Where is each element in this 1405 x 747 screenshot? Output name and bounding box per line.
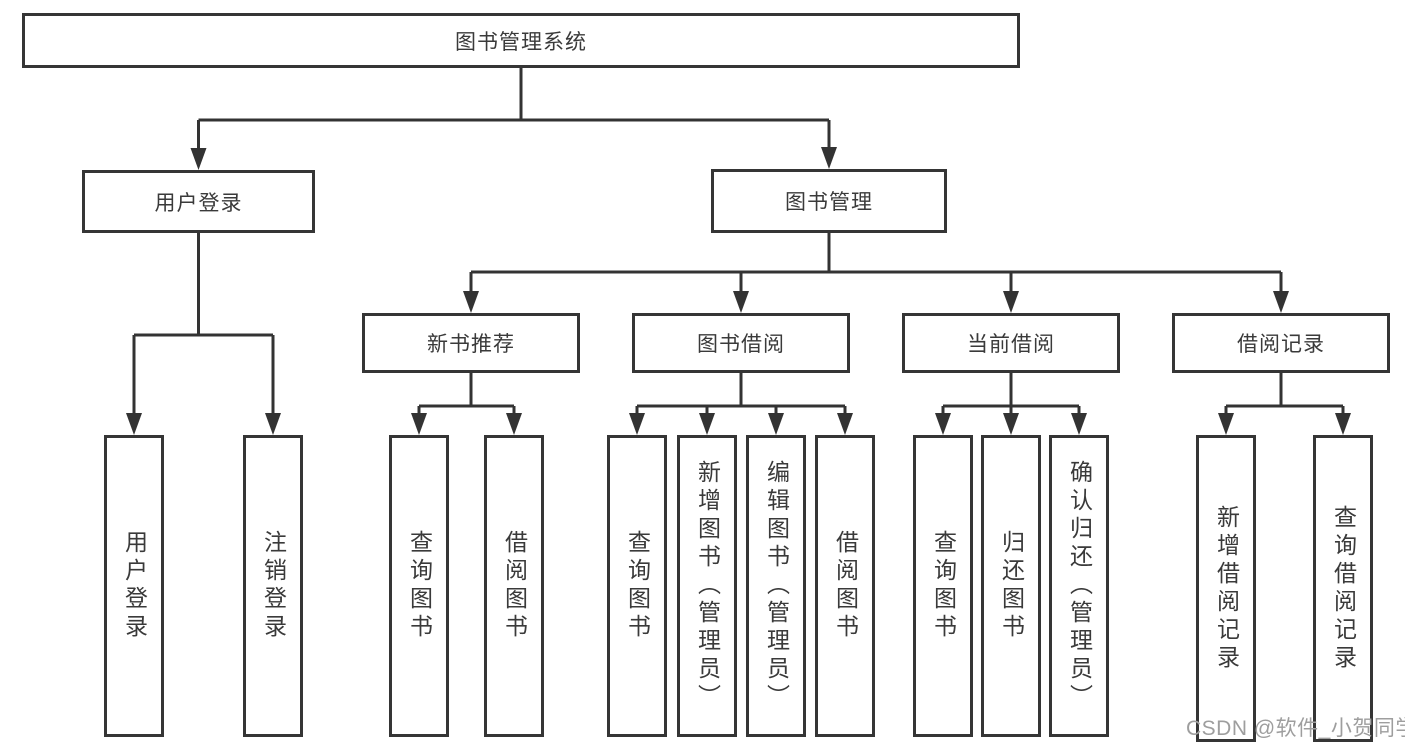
arrow-down-icon: [463, 291, 479, 313]
arrow-down-icon: [1273, 291, 1289, 313]
node-user-login: 用户登录: [82, 170, 315, 233]
leaf-borrow-books: 借阅图书: [815, 435, 875, 737]
arrow-down-icon: [1003, 413, 1019, 435]
arrow-down-icon: [1071, 413, 1087, 435]
arrow-down-icon: [837, 413, 853, 435]
node-borrowing-records: 借阅记录: [1172, 313, 1390, 373]
node-new-book-recommendation: 新书推荐: [362, 313, 580, 373]
node-root: 图书管理系统: [22, 13, 1020, 68]
leaf-query-books: 查询图书: [389, 435, 449, 737]
connector-new-book: [417, 373, 516, 421]
arrow-down-icon: [1003, 291, 1019, 313]
leaf-query-books: 查询图书: [607, 435, 667, 737]
leaf-logout: 注销登录: [243, 435, 303, 737]
leaf-edit-books-admin: 编辑图书（管理员）: [746, 435, 806, 737]
arrow-down-icon: [1218, 413, 1234, 435]
leaf-confirm-return-admin: 确认归还（管理员）: [1049, 435, 1109, 737]
connector-book-mgmt: [469, 233, 1283, 300]
arrow-down-icon: [190, 148, 207, 170]
leaf-borrow-books: 借阅图书: [484, 435, 544, 737]
node-book-borrowing: 图书借阅: [632, 313, 850, 373]
arrow-down-icon: [265, 413, 281, 435]
connector-root: [197, 68, 831, 156]
node-book-management: 图书管理: [711, 169, 947, 233]
arrow-down-icon: [821, 147, 837, 169]
arrow-down-icon: [411, 413, 427, 435]
arrow-down-icon: [733, 291, 749, 313]
csdn-watermark: CSDN @软件_小贺同学: [1186, 717, 1405, 740]
leaf-query-books: 查询图书: [913, 435, 973, 737]
node-current-borrowing: 当前借阅: [902, 313, 1120, 373]
connector-records: [1224, 373, 1345, 421]
leaf-add-borrow-record: 新增借阅记录: [1196, 435, 1256, 742]
arrowheads: [126, 147, 1351, 435]
connector-user-login: [132, 233, 275, 421]
arrow-down-icon: [768, 413, 784, 435]
arrow-down-icon: [126, 413, 142, 435]
leaf-user-login: 用户登录: [104, 435, 164, 737]
connector-borrow: [635, 373, 847, 421]
arrow-down-icon: [506, 413, 522, 435]
arrow-down-icon: [1335, 413, 1351, 435]
leaf-query-borrow-record: 查询借阅记录: [1313, 435, 1373, 742]
arrow-down-icon: [629, 413, 645, 435]
leaf-add-books-admin: 新增图书（管理员）: [677, 435, 737, 737]
arrow-down-icon: [935, 413, 951, 435]
arrow-down-icon: [699, 413, 715, 435]
leaf-return-books: 归还图书: [981, 435, 1041, 737]
